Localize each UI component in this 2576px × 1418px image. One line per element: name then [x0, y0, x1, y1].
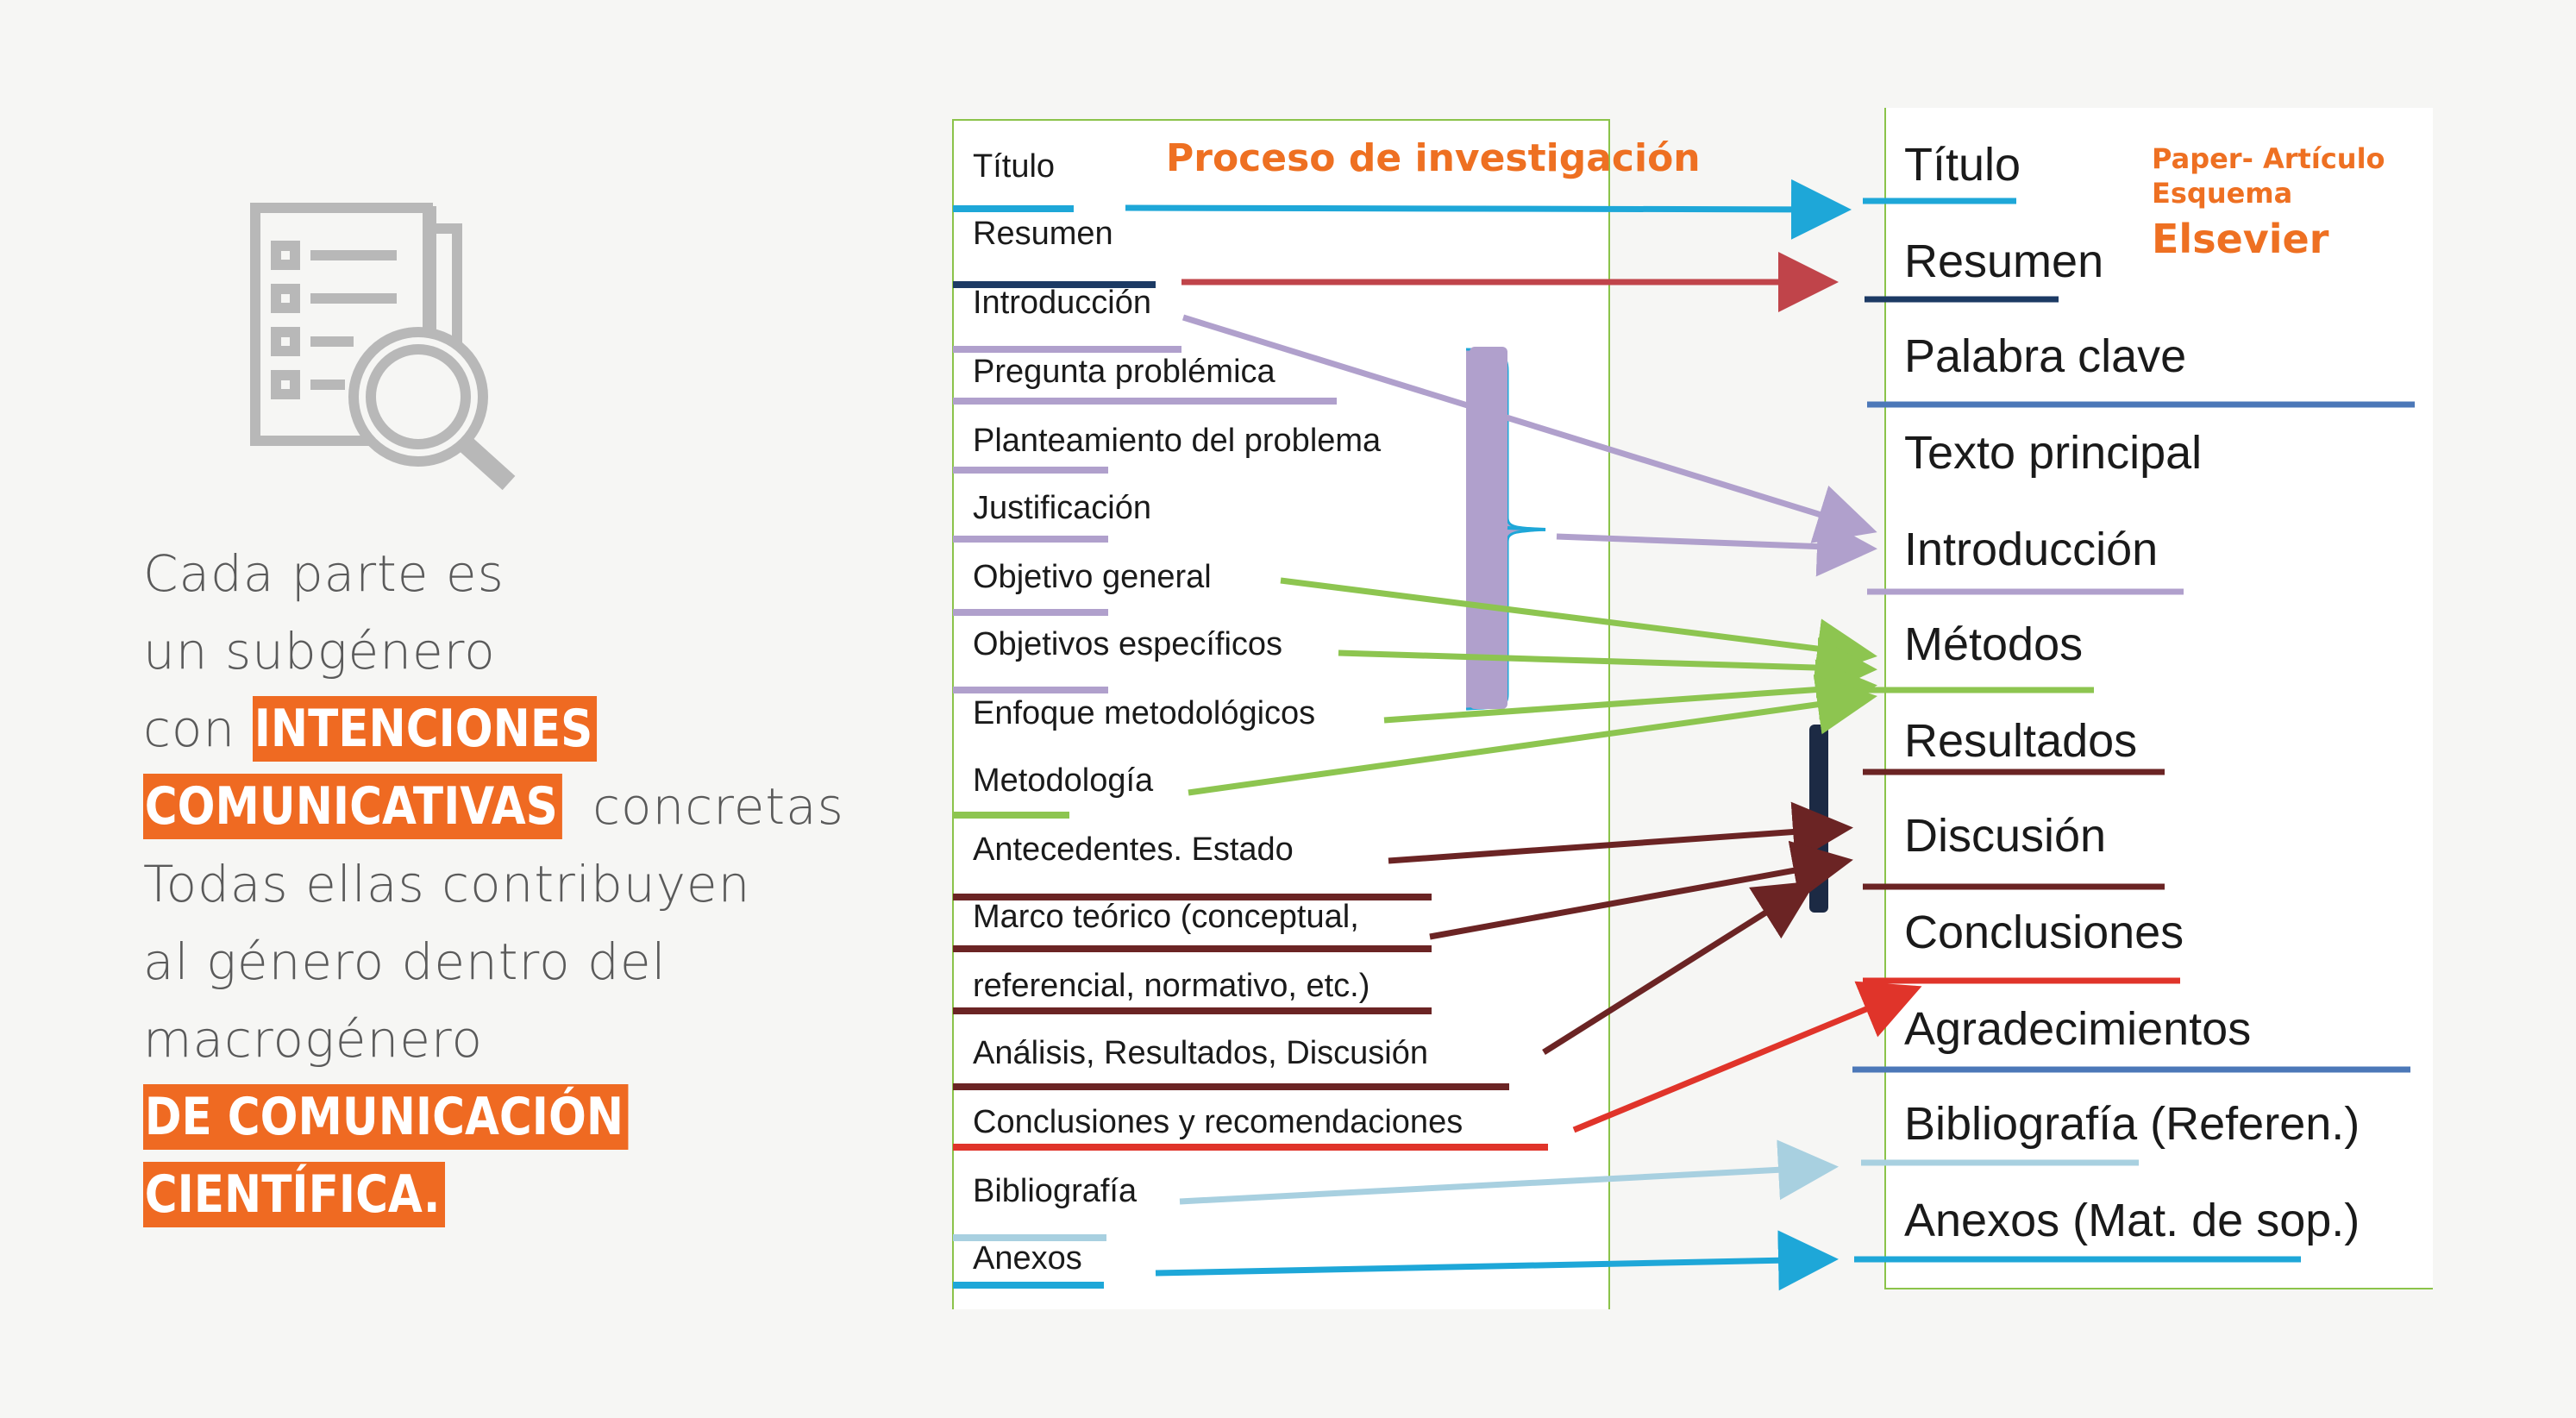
right-underlines — [1852, 198, 2415, 1263]
highlight-cientifica: CIENTÍFICA. — [143, 1162, 445, 1227]
intro-line-8: DE COMUNICACIÓN — [143, 1078, 850, 1156]
right-panel — [1884, 108, 2433, 1289]
guide-line-top — [952, 119, 1609, 121]
left-item-referencial: referencial, normativo, etc.) — [973, 968, 1370, 1004]
intro-line-5: Todas ellas contribuyen — [143, 855, 751, 913]
left-item-objetivo-general: Objetivo general — [973, 559, 1212, 595]
right-item-introduccion: Introducción — [1904, 524, 2159, 575]
arrow-metodologia — [1188, 674, 1877, 796]
arrow-conclusiones — [1572, 981, 1922, 1133]
left-column-header: Proceso de investigación — [1166, 136, 1701, 180]
navy-bracket — [1809, 725, 1828, 913]
right-item-metodos: Métodos — [1904, 618, 2084, 670]
arrow-objetivos-especificos — [1338, 637, 1877, 699]
arrow-antecedentes — [1388, 801, 1853, 864]
guide-line-bottom — [1884, 1288, 2433, 1289]
arrow-enfoque — [1383, 659, 1877, 724]
intro-concretas: concretas — [592, 777, 844, 836]
right-header-line3: Elsevier — [2152, 216, 2329, 262]
intro-line-2: un subgénero — [143, 622, 496, 681]
intro-text: Cada parte es un subgénero con INTENCION… — [143, 535, 850, 1233]
right-item-resultados: Resultados — [1904, 715, 2138, 767]
arrow-objetivo-general — [1280, 577, 1877, 679]
right-item-discusion: Discusión — [1904, 810, 2107, 862]
right-item-texto-principal: Texto principal — [1904, 427, 2203, 479]
right-item-agradecimientos: Agradecimientos — [1904, 1003, 2252, 1055]
arrow-introduccion — [1181, 314, 1877, 543]
intro-con: con — [143, 700, 236, 758]
left-underlines — [953, 205, 1548, 1289]
intro-line-9: CIENTÍFICA. — [143, 1156, 850, 1233]
right-item-conclusiones: Conclusiones — [1904, 907, 2184, 958]
left-item-marco-teorico: Marco teórico (conceptual, — [973, 899, 1359, 935]
document-search-icon — [250, 203, 516, 491]
left-item-objetivos-especificos: Objetivos específicos — [973, 626, 1283, 662]
right-item-titulo: Título — [1904, 139, 2021, 191]
left-item-pregunta: Pregunta problémica — [973, 354, 1275, 390]
left-item-anexos: Anexos — [973, 1240, 1082, 1277]
left-item-justificacion: Justificación — [973, 490, 1151, 526]
left-item-enfoque: Enfoque metodológicos — [973, 695, 1316, 731]
right-header-line1: Paper- Artículo — [2152, 142, 2385, 175]
right-item-bibliografia: Bibliografía (Referen.) — [1904, 1098, 2360, 1150]
right-header-line2: Esquema — [2152, 177, 2293, 210]
guide-line-left — [952, 119, 954, 1309]
intro-line-6: al género dentro del — [143, 932, 667, 991]
left-item-planteamiento: Planteamiento del problema — [973, 423, 1382, 459]
arrow-anexos — [1155, 1230, 1839, 1291]
intro-line-3: con INTENCIONES — [143, 690, 850, 768]
right-item-anexos: Anexos (Mat. de sop.) — [1904, 1195, 2360, 1246]
highlight-comunicacion: DE COMUNICACIÓN — [143, 1084, 629, 1150]
right-item-palabra-clave: Palabra clave — [1904, 330, 2187, 382]
left-item-conclusiones: Conclusiones y recomendaciones — [973, 1104, 1463, 1140]
highlight-intenciones: INTENCIONES — [252, 696, 598, 762]
intro-line-1: Cada parte es — [143, 544, 505, 603]
arrow-analisis — [1542, 881, 1816, 1055]
highlight-comunicativas: COMUNICATIVAS — [143, 774, 562, 839]
intro-line-4: COMUNICATIVAS concretas — [143, 768, 850, 845]
right-item-resumen: Resumen — [1904, 235, 2104, 287]
left-item-antecedentes: Antecedentes. Estado — [973, 831, 1294, 868]
arrow-titulo — [1125, 179, 1852, 240]
left-item-analisis: Análisis, Resultados, Discusión — [973, 1035, 1429, 1071]
left-item-titulo: Título — [973, 148, 1056, 185]
arrow-bibliografia — [1179, 1139, 1839, 1205]
lavender-bracket-body — [1470, 347, 1507, 709]
left-item-bibliografia: Bibliografía — [973, 1173, 1138, 1209]
left-item-resumen: Resumen — [973, 216, 1113, 252]
guide-line-right — [1884, 108, 1886, 1289]
arrow-marco-teorico — [1429, 840, 1853, 940]
left-item-metodologia: Metodología — [973, 762, 1154, 799]
left-item-introduccion: Introducción — [973, 285, 1152, 321]
arrow-bracket-introduccion — [1556, 516, 1877, 577]
intro-line-7: macrogénero — [143, 1010, 483, 1069]
guide-line-middle — [1608, 119, 1610, 1309]
